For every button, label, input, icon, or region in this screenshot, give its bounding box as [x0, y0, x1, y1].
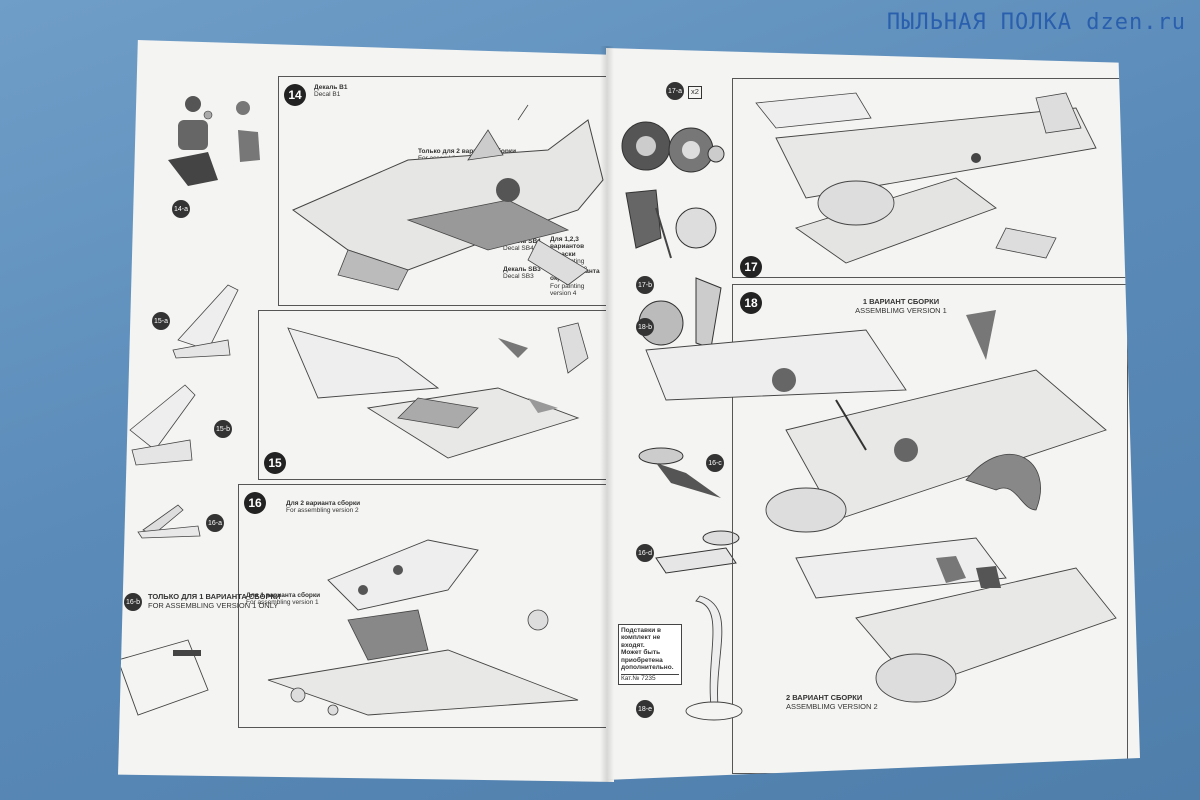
stand-catalog-number: Кат.№ 7235 [621, 673, 679, 682]
watermark-text: ПЫЛЬНАЯ ПОЛКА dzen.ru [886, 10, 1186, 35]
step-17-number: 17 [740, 256, 762, 278]
step16-version2-ru: Для 2 варианта сборки [286, 500, 361, 507]
display-stand-drawing [685, 595, 743, 721]
only-v1-ru: ТОЛЬКО ДЛЯ 1 ВАРИАНТА СБОРКИ [148, 592, 281, 601]
step16-version2-note: Для 2 варианта сборки For assembling ver… [286, 500, 360, 515]
step16-version1-en: For assembling version 1 [246, 599, 319, 607]
stand-note-line3: входят. [621, 641, 645, 649]
aircraft-version1-drawing [645, 310, 1107, 533]
step16-version1-note: Для 1 варианта сборки For assembling ver… [246, 592, 320, 607]
stand-note-line6: дополнительно. [621, 664, 674, 672]
step-16b-badge: 16-b [124, 593, 142, 611]
step-18b-badge: 18-b [636, 318, 654, 336]
step18-version1-title: 1 ВАРИАНТ СБОРКИ ASSEMBLIMG VERSION 1 [826, 297, 976, 315]
wheel-assembly-drawing [621, 121, 725, 173]
stand-note-line2: комплект не [621, 634, 661, 642]
decal-b1-en: Decal B1 [314, 91, 341, 99]
only-v1-note: ТОЛЬКО ДЛЯ 1 ВАРИАНТА СБОРКИ FOR ASSEMBL… [148, 592, 281, 610]
landing-gear-drawing [625, 189, 717, 259]
cockpit-canopy-drawing [267, 539, 579, 716]
decal-sb3-ru: Декаль SB3 [503, 266, 541, 273]
stand-note-line1: Подставки в [621, 627, 662, 634]
step-15b-badge: 15-b [214, 420, 232, 438]
decal-sb4-en: Decal SB4 [503, 245, 534, 253]
step18-version1-ru: 1 ВАРИАНТ СБОРКИ [862, 297, 940, 306]
right-page: 17 17-a x2 17-b 16-c 16-d [606, 48, 1140, 780]
step-16-number: 16 [244, 492, 266, 514]
step-16d-badge: 16-d [636, 544, 654, 562]
step-18e-badge: 18-e [636, 700, 654, 718]
step-15a-badge: 15-a [152, 312, 170, 330]
decal-b1-label: Декаль B1 Decal B1 [314, 84, 347, 99]
paint-123-ru: Для 1,2,3 вариантов окраски [550, 236, 585, 258]
step-14-number: 14 [284, 84, 306, 106]
aircraft-version2-drawing [795, 537, 1117, 703]
stand-note-text: Подставки в комплект не входят. Может бы… [621, 627, 679, 672]
step18-version2-ru: 2 ВАРИАНТ СБОРКИ [786, 693, 863, 702]
stand-base-drawing [638, 447, 721, 498]
stand-support-drawing [655, 530, 740, 574]
step18-version2-en: ASSEMBLIMG VERSION 2 [786, 701, 878, 711]
canopy-part-drawing [118, 639, 209, 716]
step-15-number: 15 [264, 452, 286, 474]
step-16a-badge: 16-a [206, 514, 224, 532]
step-17a-badge: 17-a [666, 82, 684, 100]
stand-note-line4: Может быть [621, 649, 661, 657]
only-v1-en: FOR ASSEMBLING VERSION 1 ONLY [148, 600, 279, 610]
tail-fin-drawing [172, 284, 239, 359]
x2-multiplier: x2 [688, 86, 702, 99]
decal-sb3-label: Декаль SB3 Decal SB3 [503, 266, 541, 281]
stand-note-line5: приобретена [621, 656, 663, 664]
decal-sb3-en: Decal SB3 [503, 273, 534, 281]
step-18-number: 18 [740, 292, 762, 314]
fuselage-drawing-step14 [291, 104, 604, 291]
step-14a-badge: 14-a [172, 200, 190, 218]
antenna-mast-drawing [137, 504, 201, 539]
left-page: 14 Декаль B1 Decal B1 Только для 2 вариа… [118, 40, 614, 782]
step16-version1-ru: Для 1 варианта сборки [246, 592, 321, 599]
step16-version2-en: For assembling version 2 [286, 507, 359, 515]
step14-version2-ru: Только для 2 варианта сборки [418, 148, 517, 155]
paint-4-en: For painting version 4 [550, 282, 585, 298]
step18-version2-title: 2 ВАРИАНТ СБОРКИ ASSEMBLIMG VERSION 2 [786, 693, 878, 711]
step-16c-badge: 16-c [706, 454, 724, 472]
booklet-gutter [600, 46, 614, 782]
aircraft-top-view-step17 [755, 92, 1097, 264]
step18-version1-en: ASSEMBLIMG VERSION 1 [855, 305, 947, 315]
step-17b-badge: 17-b [636, 276, 654, 294]
stand-note-box: Подставки в комплект не входят. Может бы… [618, 624, 682, 686]
decal-b1-ru: Декаль B1 [314, 84, 348, 91]
wing-drawing-step15 [287, 322, 589, 459]
pilot-figure-drawing [168, 96, 260, 186]
stabilizer-drawing [129, 384, 196, 466]
